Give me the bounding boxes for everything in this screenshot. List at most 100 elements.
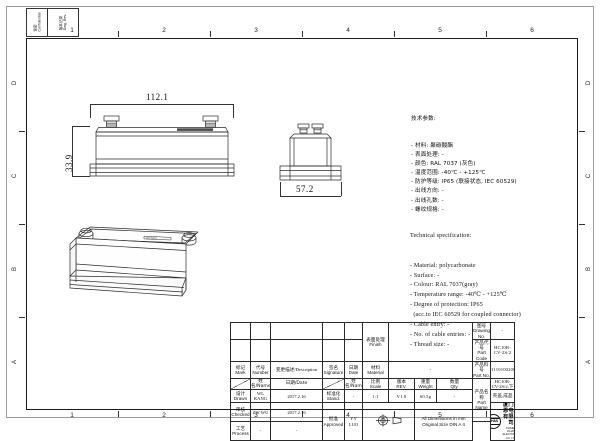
column-marker-3-top: 3 — [254, 27, 258, 34]
dim-height-ext-bot — [72, 176, 90, 177]
diag-cell-left — [230, 377, 251, 391]
column-tick-top — [302, 31, 303, 37]
spec-cn-line-5: - 出线方向: - — [411, 188, 444, 195]
role-approved-name: YY LUO — [344, 402, 363, 441]
rev-row1-description — [270, 322, 323, 340]
spec-en-line-2: - Colour: RAL 7037(gray) — [410, 282, 478, 289]
role-drawn-name: WL KANG — [250, 389, 271, 404]
row-tick-right — [579, 131, 585, 132]
svg-text:VIHAN: VIHAN — [146, 236, 157, 240]
role-process-name: - — [250, 421, 271, 441]
spec-cn-line-0: - 材料: 聚碳酸酯 — [411, 143, 454, 150]
diag-cell-right — [322, 377, 345, 391]
spec-en-line-5: (acc.to IEC 60529 for coupled connector) — [410, 312, 521, 319]
emboss-logo-plate: VIHAN — [143, 235, 172, 241]
dim-height-value: 33.9 — [64, 154, 74, 172]
column-tick-top — [486, 31, 487, 37]
rev-row2-number — [250, 338, 271, 362]
row-tick-left — [19, 224, 25, 225]
rev-row2-description — [270, 338, 323, 362]
finish-value: - — [387, 322, 474, 362]
rev-header-description: 变更描述/Description — [270, 360, 323, 379]
rev-row1-number — [250, 322, 271, 340]
row-marker-C-left: C — [12, 173, 18, 178]
column-tick-bot — [210, 411, 211, 417]
spec-cn-line-3: - 温度范围: -40℃ - +125℃ — [411, 170, 486, 177]
row-tick-right — [579, 224, 585, 225]
dim-width-ext-left — [90, 104, 91, 118]
role-checked-name: ZW WU — [250, 402, 271, 422]
spec-block-chinese: 技术参数: - 材料: 聚碳酸酯- 表面处理: -- 颜色: RAL 7037 … — [411, 97, 517, 233]
column-tick-top — [118, 31, 119, 37]
rev-row1-signature — [322, 322, 345, 340]
rev-row1-mark — [230, 322, 251, 340]
column-marker-1-top: 1 — [70, 27, 74, 34]
row-marker-A-left: A — [12, 359, 18, 364]
dim-height-ext-top — [72, 126, 90, 127]
spec-en-line-3: - Temperature range: -40℃ - +125℃ — [410, 292, 507, 299]
dim-width-line — [90, 104, 234, 105]
rev-row2-signature — [322, 338, 345, 362]
row-marker-B-left: B — [12, 266, 18, 271]
part-name-value-2: 壳盖,成品 — [490, 389, 516, 404]
drawing-no-value: - — [490, 322, 516, 340]
role-stand-name: - — [344, 389, 363, 404]
company-name-cn: 厦门唯恩电气有限公司 — [502, 402, 514, 427]
column-tick-bot — [118, 411, 119, 417]
dim-width-ext-right — [233, 104, 234, 118]
role-checked-date: 2017.2.16 — [270, 402, 323, 422]
column-tick-top — [394, 31, 395, 37]
rev-value: V1.0 — [388, 389, 415, 404]
spec-en-line-1: - Surface: - — [410, 272, 440, 279]
column-marker-2-top: 2 — [162, 27, 166, 34]
spec-en-line-0: - Material: polycarbonate — [410, 262, 476, 269]
column-marker-5-top: 5 — [438, 27, 442, 34]
weight-value: 60.5g — [414, 389, 437, 404]
front-view-drawing — [89, 115, 235, 177]
dim-height-line — [72, 126, 73, 176]
material-value: - — [387, 360, 474, 379]
company-logo-cell: VIHAN 厦门唯恩电气有限公司 XIAMEN VIHAN ELECTRICAL… — [490, 402, 516, 441]
row-tick-left — [19, 131, 25, 132]
subheader-name-left: 姓名/Name — [250, 377, 271, 391]
spec-cn-line-2: - 颜色: RAL 7037 (灰色) — [411, 161, 476, 168]
first-angle-projection-icon — [375, 414, 401, 427]
role-drawn-date: 2017.2.16 — [270, 389, 323, 404]
spec-cn-line-4: - 防护等级: IP65 (联接状态, IEC 60529) — [411, 179, 517, 186]
column-marker-4-top: 4 — [346, 27, 350, 34]
spec-cn-line-7: - 螺纹规格: - — [411, 206, 444, 213]
company-logo-icon: VIHAN — [491, 414, 501, 429]
spec-en-title: Technical specification: — [410, 232, 472, 239]
subheader-date-left: 日期/Date — [270, 377, 323, 391]
company-logo-mark-text: VIHAN — [491, 418, 498, 423]
dim-depth-value: 57.2 — [296, 184, 314, 194]
row-marker-B-right: B — [586, 266, 592, 271]
column-marker-1-bot: 1 — [70, 412, 74, 419]
spec-cn-line-1: - 表面处理: - — [411, 152, 444, 159]
company-name-en: XIAMEN VIHAN ELECTRICAL CO.,LTD — [502, 427, 515, 440]
spec-cn-line-6: - 出线孔数: - — [411, 197, 444, 204]
part-code-value: HC10B-CV-2S/2 — [490, 338, 516, 362]
isometric-view-drawing: VIHAN — [69, 226, 199, 297]
spec-cn-lines: - 材料: 聚碳酸酯 - 表面处理: - - 颜色: RAL 7037 (灰色) - … — [411, 142, 517, 214]
row-marker-D-left: D — [12, 80, 18, 85]
rev-row2-date — [344, 338, 363, 362]
